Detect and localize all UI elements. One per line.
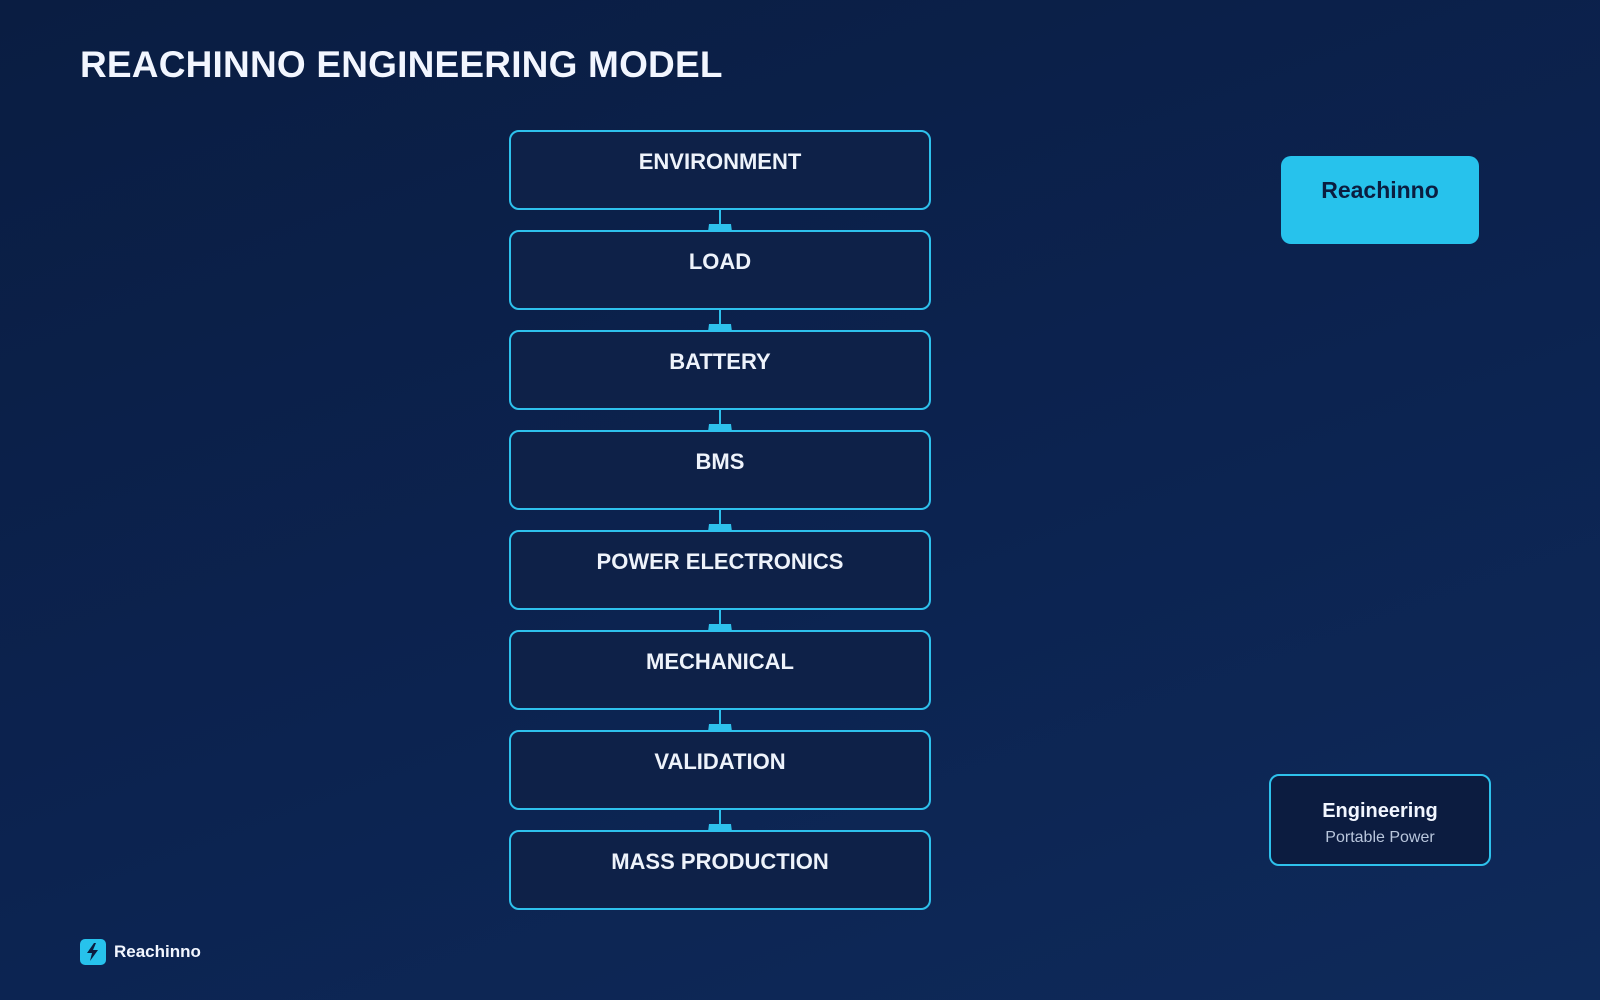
lightning-bolt-icon bbox=[80, 939, 106, 965]
step-label: BATTERY bbox=[669, 349, 771, 374]
down-arrow-connector bbox=[708, 510, 732, 532]
step-label: VALIDATION bbox=[654, 749, 786, 774]
info-card: Engineering Portable Power bbox=[1269, 774, 1491, 866]
down-arrow-connector bbox=[708, 710, 732, 732]
step-label: LOAD bbox=[688, 249, 752, 274]
step-bms: BMS bbox=[509, 430, 931, 532]
step-label: MASS PRODUCTION bbox=[611, 849, 829, 874]
down-arrow-connector bbox=[708, 810, 732, 832]
info-card-subtitle: Portable Power bbox=[1325, 829, 1435, 846]
down-arrow-connector bbox=[708, 610, 732, 632]
footer-brand-name: Reachinno bbox=[114, 942, 201, 961]
step-environment: ENVIRONMENT bbox=[509, 130, 931, 232]
brand-box: Reachinno bbox=[1281, 156, 1479, 244]
step-power-electronics: POWER ELECTRONICS bbox=[509, 530, 931, 632]
info-card-title: Engineering bbox=[1322, 800, 1438, 822]
step-load: LOAD bbox=[509, 230, 931, 332]
step-label: ENVIRONMENT bbox=[638, 149, 802, 174]
page-title: REACHINNO ENGINEERING MODEL bbox=[80, 44, 723, 85]
down-arrow-connector bbox=[708, 410, 732, 432]
step-battery: BATTERY bbox=[509, 330, 931, 432]
footer-logo: Reachinno bbox=[80, 939, 201, 965]
step-mass-production: MASS PRODUCTION bbox=[509, 830, 931, 910]
step-label: BMS bbox=[695, 449, 745, 474]
engineering-flow: ENVIRONMENT LOAD BATTERY BMS POWER ELECT… bbox=[509, 130, 931, 910]
down-arrow-connector bbox=[708, 210, 732, 232]
step-validation: VALIDATION bbox=[509, 730, 931, 832]
brand-box-label: Reachinno bbox=[1321, 177, 1439, 203]
step-label: MECHANICAL bbox=[646, 649, 794, 674]
down-arrow-connector bbox=[708, 310, 732, 332]
step-label: POWER ELECTRONICS bbox=[596, 549, 844, 574]
step-mechanical: MECHANICAL bbox=[509, 630, 931, 732]
